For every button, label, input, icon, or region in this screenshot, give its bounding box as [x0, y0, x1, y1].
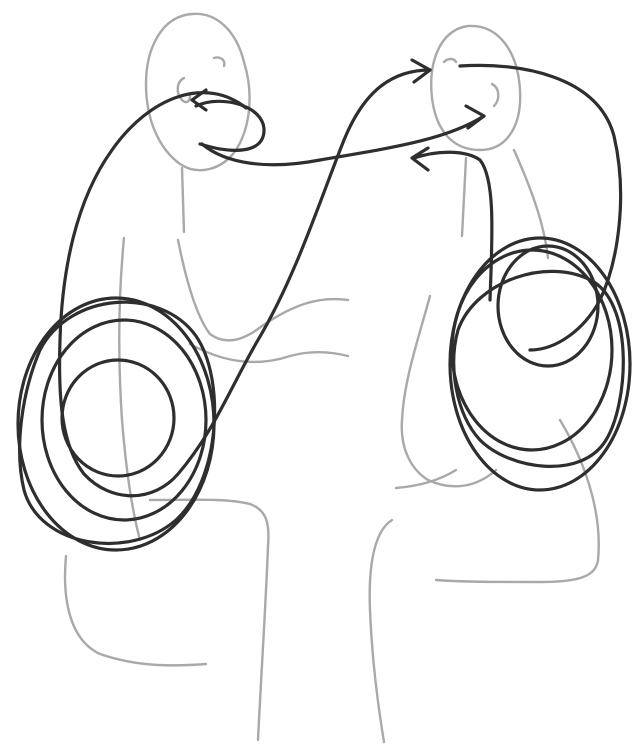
left-person-neck	[182, 168, 184, 232]
left-shoulder-circle-4	[20, 302, 215, 543]
left-person-ear	[178, 78, 190, 102]
left-shoulder-circle-1	[62, 360, 174, 476]
right-person-chair	[436, 420, 599, 582]
right-person-neck	[462, 158, 466, 236]
right-person-eye	[444, 59, 456, 62]
left-person-eye	[214, 57, 224, 66]
right-person-ear	[492, 84, 498, 106]
left-person-chair-back	[65, 556, 206, 665]
right-person-head	[431, 26, 520, 150]
left-person-front	[178, 240, 348, 340]
flow-lines	[18, 60, 630, 550]
flow-right-neck-to-head	[414, 152, 492, 300]
left-person-seat	[150, 500, 268, 740]
right-person	[370, 26, 599, 742]
left-shoulder-circle-2	[42, 320, 206, 520]
left-person-arm	[190, 344, 348, 362]
arrow-icon-right-head	[412, 148, 428, 170]
right-person-lap	[370, 520, 392, 742]
